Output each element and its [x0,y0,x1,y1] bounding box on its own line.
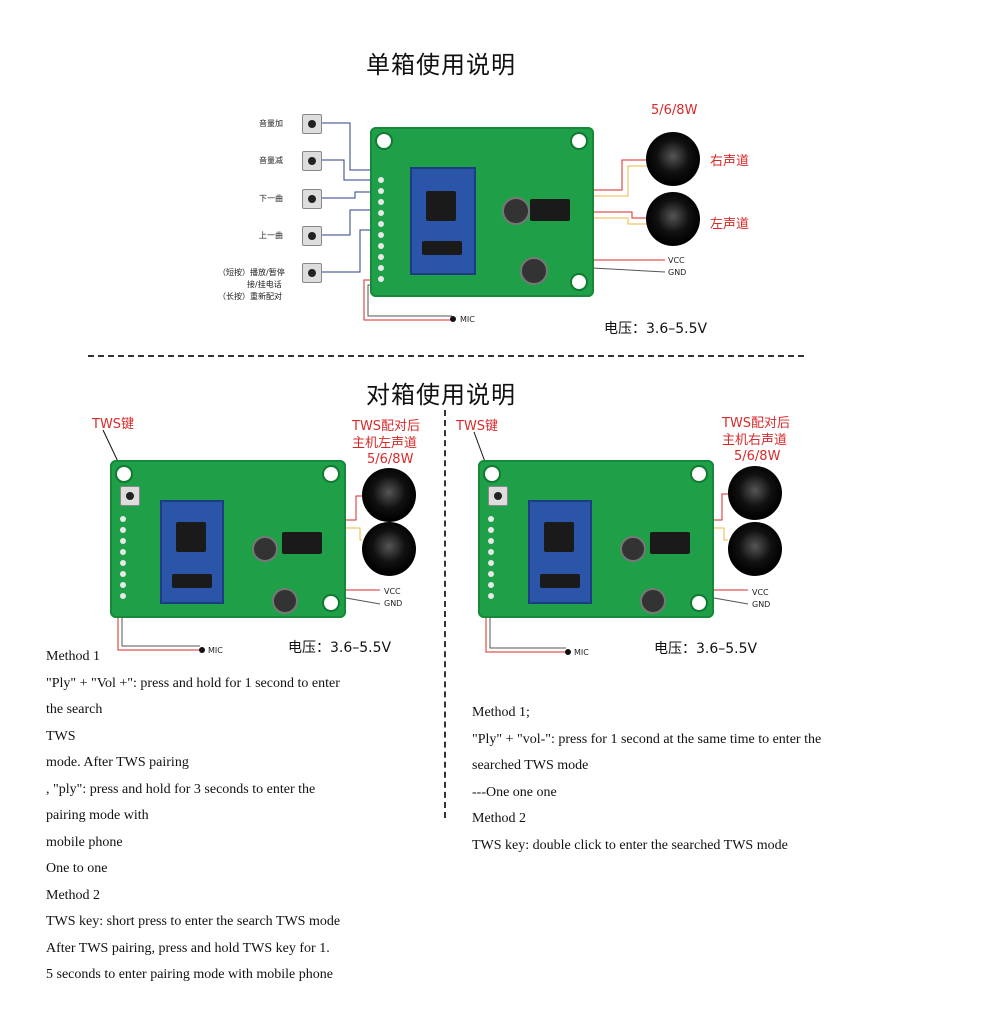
play-pause-button-icon [302,263,322,283]
instruction-line: "Ply" + "vol-": press for 1 second at th… [472,731,822,747]
vol-down-button-icon [302,151,322,171]
multi-button-line1: （短按）播放/暂停 [218,268,285,277]
button-label-vol-down: 音量减 [259,156,283,165]
instruction-line: One to one [46,861,108,876]
instruction-line: pairing mode with [46,808,149,823]
instruction-line: the search [46,702,103,717]
instruction-line: Method 2 [46,887,101,903]
instruction-line: After TWS pairing, press and hold TWS ke… [46,940,330,956]
pair-title: 对箱使用说明 [366,381,516,409]
left-pair-voltage: 电压：3.6–5.5V [288,640,392,656]
right-pair-mic: MIC [574,648,589,657]
instruction-line: ---One one one [472,784,557,800]
next-button-icon [302,189,322,209]
single-title: 单箱使用说明 [366,51,516,79]
right-pair-pcb-board [478,460,714,618]
instruction-line: searched TWS mode [472,758,589,773]
section-divider [88,355,804,357]
instruction-line: 5 seconds to enter pairing mode with mob… [46,967,333,982]
left-pair-speaker-bottom-icon [362,522,416,576]
single-voltage: 电压：3.6–5.5V [604,321,708,337]
left-channel-label: 左声道 [710,217,750,232]
right-channel-label: 右声道 [710,154,750,169]
right-pair-gnd: GND [752,600,771,609]
right-master-line2: 主机右声道 [722,433,788,448]
instruction-line: Method 1; [472,705,530,720]
right-power-label: 5/6/8W [734,449,781,464]
instructions-left: Method 1 "Ply" + "Vol +": press and hold… [46,644,340,989]
left-pair-pcb-board [110,460,346,618]
instruction-line: TWS key: short press to enter the search… [46,914,341,929]
right-master-line1: TWS配对后 [722,416,791,431]
right-pair-speaker-top-icon [728,466,782,520]
single-vcc-label: VCC [668,256,685,265]
right-pair-speaker-bottom-icon [728,522,782,576]
instructions-right: Method 1; "Ply" + "vol-": press for 1 se… [472,700,821,859]
single-gnd-label: GND [668,268,687,277]
instruction-line: Method 1 [46,649,101,664]
left-pair-gnd: GND [384,599,403,608]
left-power-label: 5/6/8W [367,452,414,467]
vol-up-button-icon [302,114,322,134]
left-master-line2: 主机左声道 [352,436,418,451]
button-label-next: 下一曲 [259,194,283,203]
left-master-line1: TWS配对后 [352,419,421,434]
single-power-label: 5/6/8W [651,103,698,118]
button-label-vol-up: 音量加 [259,119,283,128]
right-pair-vcc: VCC [752,588,769,597]
instruction-line: TWS key: double click to enter the searc… [472,837,788,853]
instruction-line: "Ply" + "Vol +": press and hold for 1 se… [46,675,340,691]
right-speaker-icon [646,132,700,186]
left-pair-speaker-top-icon [362,468,416,522]
multi-button-line3: （长按）重新配对 [218,292,282,301]
instruction-line: mobile phone [46,834,123,850]
left-tws-key-label: TWS键 [92,417,135,432]
pair-divider [444,410,446,818]
instruction-line: TWS [46,728,76,744]
left-pair-mic: MIC [208,646,223,655]
multi-button-line2: 接/挂电话 [247,280,282,289]
single-pcb-board [370,127,594,297]
single-mic-label: MIC [460,315,475,324]
instruction-line: mode. After TWS pairing [46,755,189,770]
right-pair-voltage: 电压：3.6–5.5V [654,641,758,657]
instruction-line: , "ply": press and hold for 3 seconds to… [46,781,316,797]
instruction-line: Method 2 [472,811,527,826]
button-label-prev: 上一曲 [259,231,283,240]
prev-button-icon [302,226,322,246]
left-pair-vcc: VCC [384,587,401,596]
left-speaker-icon [646,192,700,246]
right-tws-key-label: TWS键 [456,419,499,434]
